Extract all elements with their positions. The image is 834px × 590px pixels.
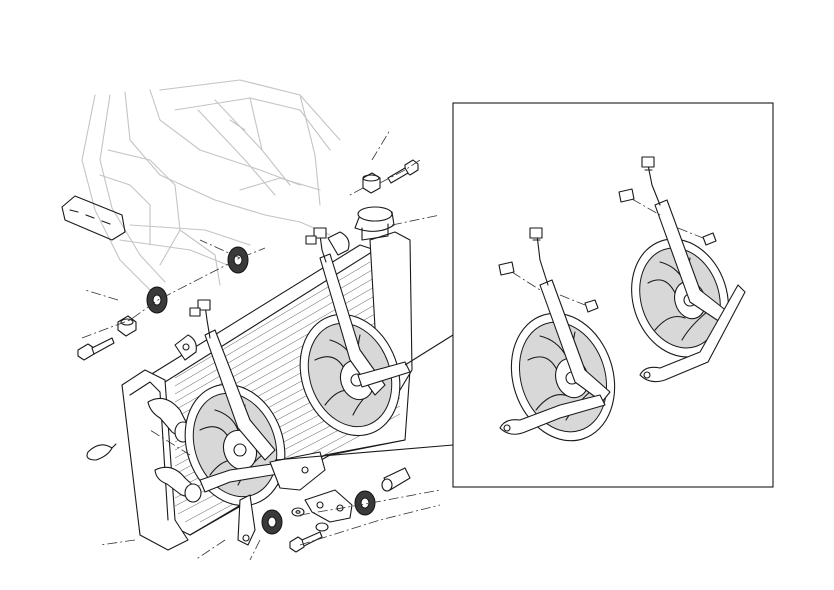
bolt-top — [387, 159, 419, 184]
washer-lower-2 — [315, 522, 329, 532]
radiator-filler-cap — [354, 206, 395, 241]
assembly-axis-lines — [81, 129, 441, 561]
spacer-top — [362, 172, 381, 194]
cooling-fan-right — [299, 227, 411, 437]
lower-bracket-plate — [304, 489, 353, 523]
grommet-lower-left — [261, 509, 283, 535]
lower-mount-bracket — [237, 494, 256, 546]
inset-fan-right — [618, 156, 746, 383]
washer-lower — [291, 507, 305, 517]
inset-fan-left — [498, 227, 616, 442]
bolt-left — [77, 337, 115, 361]
mounting-stud-lower — [381, 467, 411, 492]
hose-clamp — [86, 443, 117, 461]
detail-inset-frame — [452, 102, 774, 488]
frame-mounting-plate — [61, 195, 126, 241]
grommet-middle — [146, 286, 168, 314]
grommet-upper — [227, 246, 249, 274]
fan-lower-bracket — [269, 451, 326, 491]
cooling-fan-left — [184, 299, 303, 507]
bolt-lower — [289, 531, 323, 553]
frame-outline-ghost — [81, 79, 341, 291]
grommet-lower-right — [354, 490, 376, 516]
inset-callout-lines — [274, 334, 454, 461]
spacer-left — [117, 315, 137, 337]
